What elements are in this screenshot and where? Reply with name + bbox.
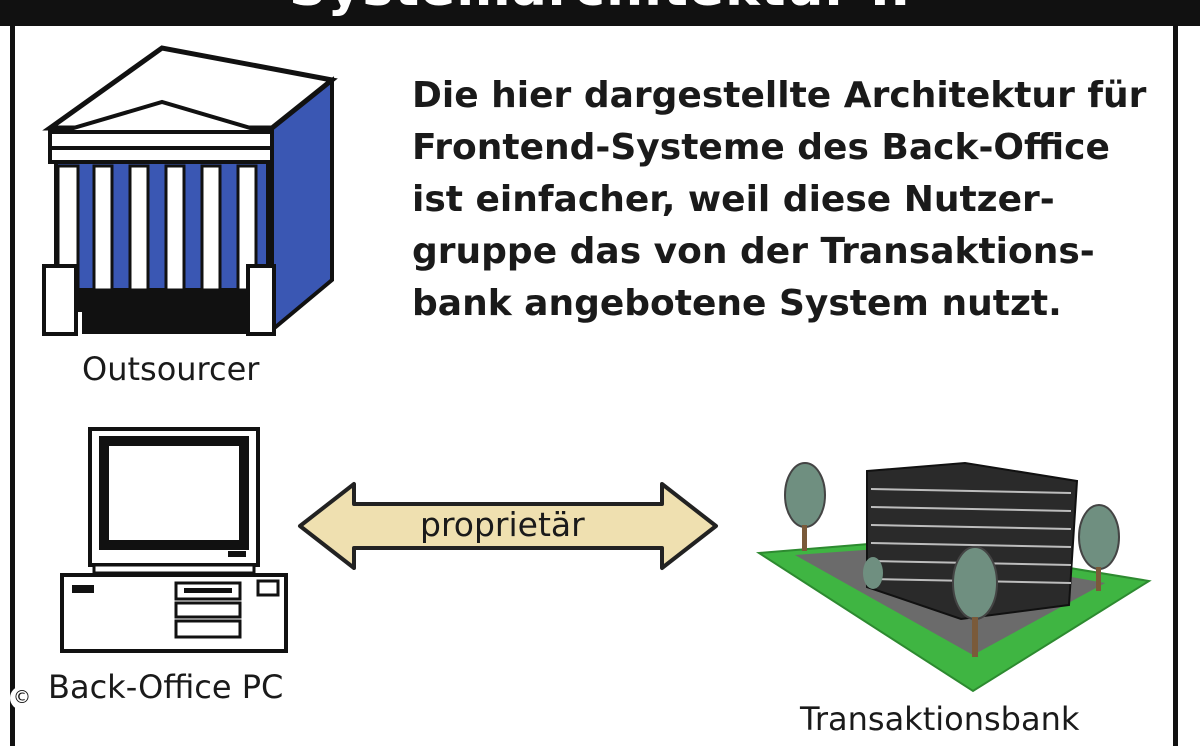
back-office-pc-label: Back-Office PC xyxy=(48,668,284,706)
description-text: Die hier dargestellte Architektur für Fr… xyxy=(412,70,1172,330)
transaktionsbank-label: Transaktionsbank xyxy=(800,700,1080,738)
connection-label: proprietär xyxy=(420,505,585,544)
description-line: Frontend-Systeme des Back-Office xyxy=(412,127,1110,168)
desktop-computer-icon xyxy=(60,427,288,653)
office-building-icon xyxy=(755,461,1152,693)
description-line: Die hier dargestellte Architektur für xyxy=(412,75,1147,116)
description-line: gruppe das von der Transaktions- xyxy=(412,231,1095,272)
outsourcer-label: Outsourcer xyxy=(82,350,260,388)
double-arrow-icon xyxy=(298,482,718,570)
description-line: ist einfacher, weil diese Nutzer- xyxy=(412,179,1055,220)
classical-building-icon xyxy=(42,45,338,336)
description-line: bank angebotene System nutzt. xyxy=(412,283,1062,324)
header-bar: Systemarchitektur II xyxy=(0,0,1200,26)
diagram-frame xyxy=(10,26,1178,746)
copyright-symbol: © xyxy=(10,686,34,710)
diagram-title: Systemarchitektur II xyxy=(0,0,1200,18)
